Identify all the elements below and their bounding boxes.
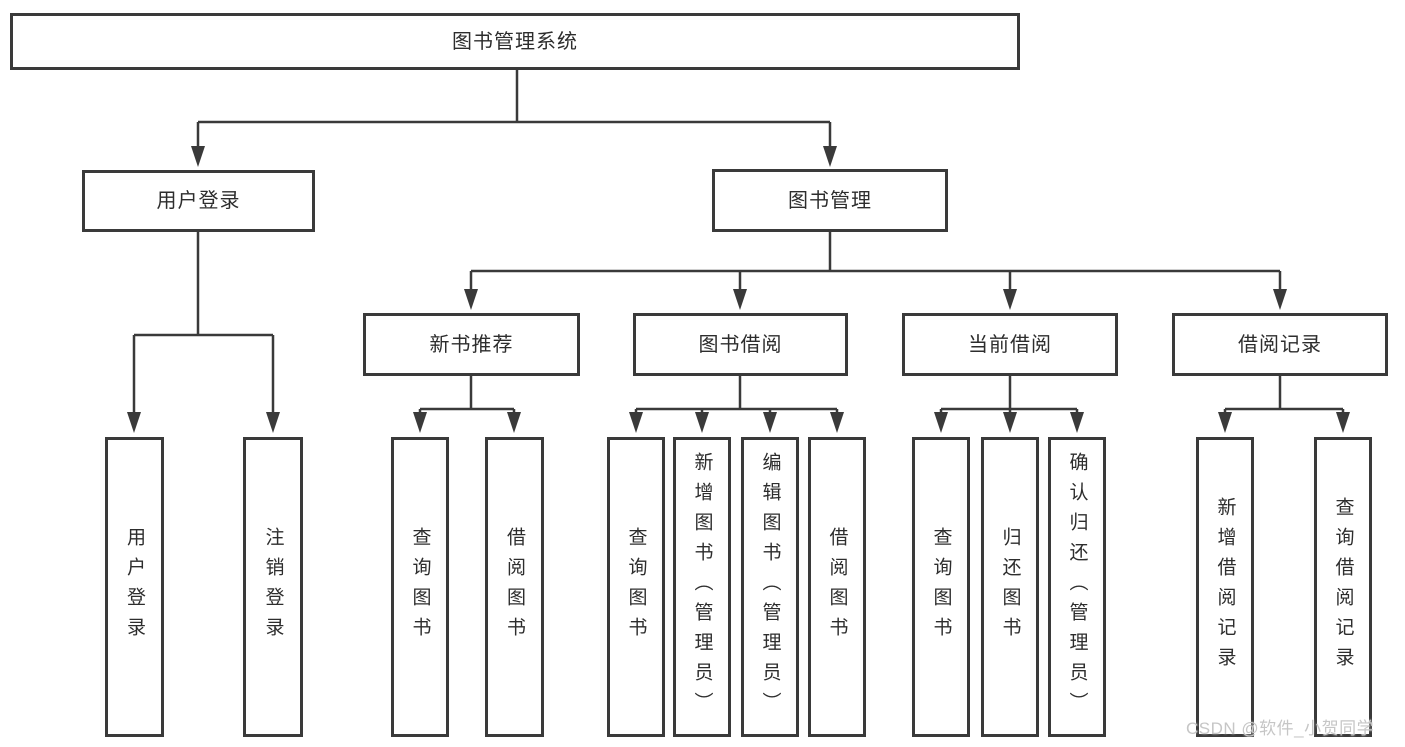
node-label: 注销登录 [262,527,284,647]
leaf-borrow-borrow-books: 借阅图书 [808,437,866,737]
node-user-login: 用户登录 [82,170,315,232]
leaf-newbook-borrow-books: 借阅图书 [485,437,544,737]
node-current-borrow: 当前借阅 [902,313,1118,376]
leaf-borrow-add-books-admin: 新增图书（管理员） [673,437,731,737]
node-label: 查询图书 [625,527,647,647]
node-label: 查询图书 [409,527,431,647]
connector-book-borrow [634,376,839,416]
leaf-logout: 注销登录 [243,437,303,737]
connector-book-management [469,232,1282,293]
node-label: 新增图书（管理员） [691,452,713,722]
connector-root [196,70,832,150]
node-library-management-system: 图书管理系统 [10,13,1020,70]
node-label: 查询借阅记录 [1332,497,1354,677]
node-label: 图书借阅 [698,333,783,356]
node-label: 归还图书 [999,527,1021,647]
node-label: 借阅记录 [1238,333,1322,356]
leaf-record-add: 新增借阅记录 [1196,437,1254,737]
csdn-watermark: CSDN @软件_小贺同学 [1186,719,1375,738]
node-label: 确认归还（管理员） [1066,452,1088,722]
connector-user-login [132,232,275,416]
leaf-current-confirm-return-admin: 确认归还（管理员） [1048,437,1106,737]
leaf-borrow-query-books: 查询图书 [607,437,665,737]
node-label: 新书推荐 [429,333,514,356]
node-label: 编辑图书（管理员） [759,452,781,722]
node-label: 图书管理系统 [452,30,578,53]
node-label: 新增借阅记录 [1214,497,1236,677]
leaf-borrow-edit-books-admin: 编辑图书（管理员） [741,437,799,737]
node-label: 用户登录 [124,527,145,647]
connector-current-borrow [939,376,1079,416]
leaf-current-return-books: 归还图书 [981,437,1039,737]
node-book-management: 图书管理 [712,169,948,232]
leaf-current-query-books: 查询图书 [912,437,970,737]
node-label: 借阅图书 [504,527,525,647]
connector-borrow-record [1223,376,1345,416]
node-new-book-recommend: 新书推荐 [363,313,580,376]
node-label: 图书管理 [788,189,872,212]
node-label: 查询图书 [930,527,952,647]
arrowheads [127,146,1350,433]
node-label: 当前借阅 [968,333,1052,356]
node-borrow-record: 借阅记录 [1172,313,1388,376]
leaf-user-login: 用户登录 [105,437,164,737]
node-label: 借阅图书 [826,527,848,647]
connector-new-book [418,376,516,416]
node-label: 用户登录 [156,190,241,212]
node-book-borrow: 图书借阅 [633,313,848,376]
leaf-newbook-query-books: 查询图书 [391,437,449,737]
leaf-record-query: 查询借阅记录 [1314,437,1372,737]
